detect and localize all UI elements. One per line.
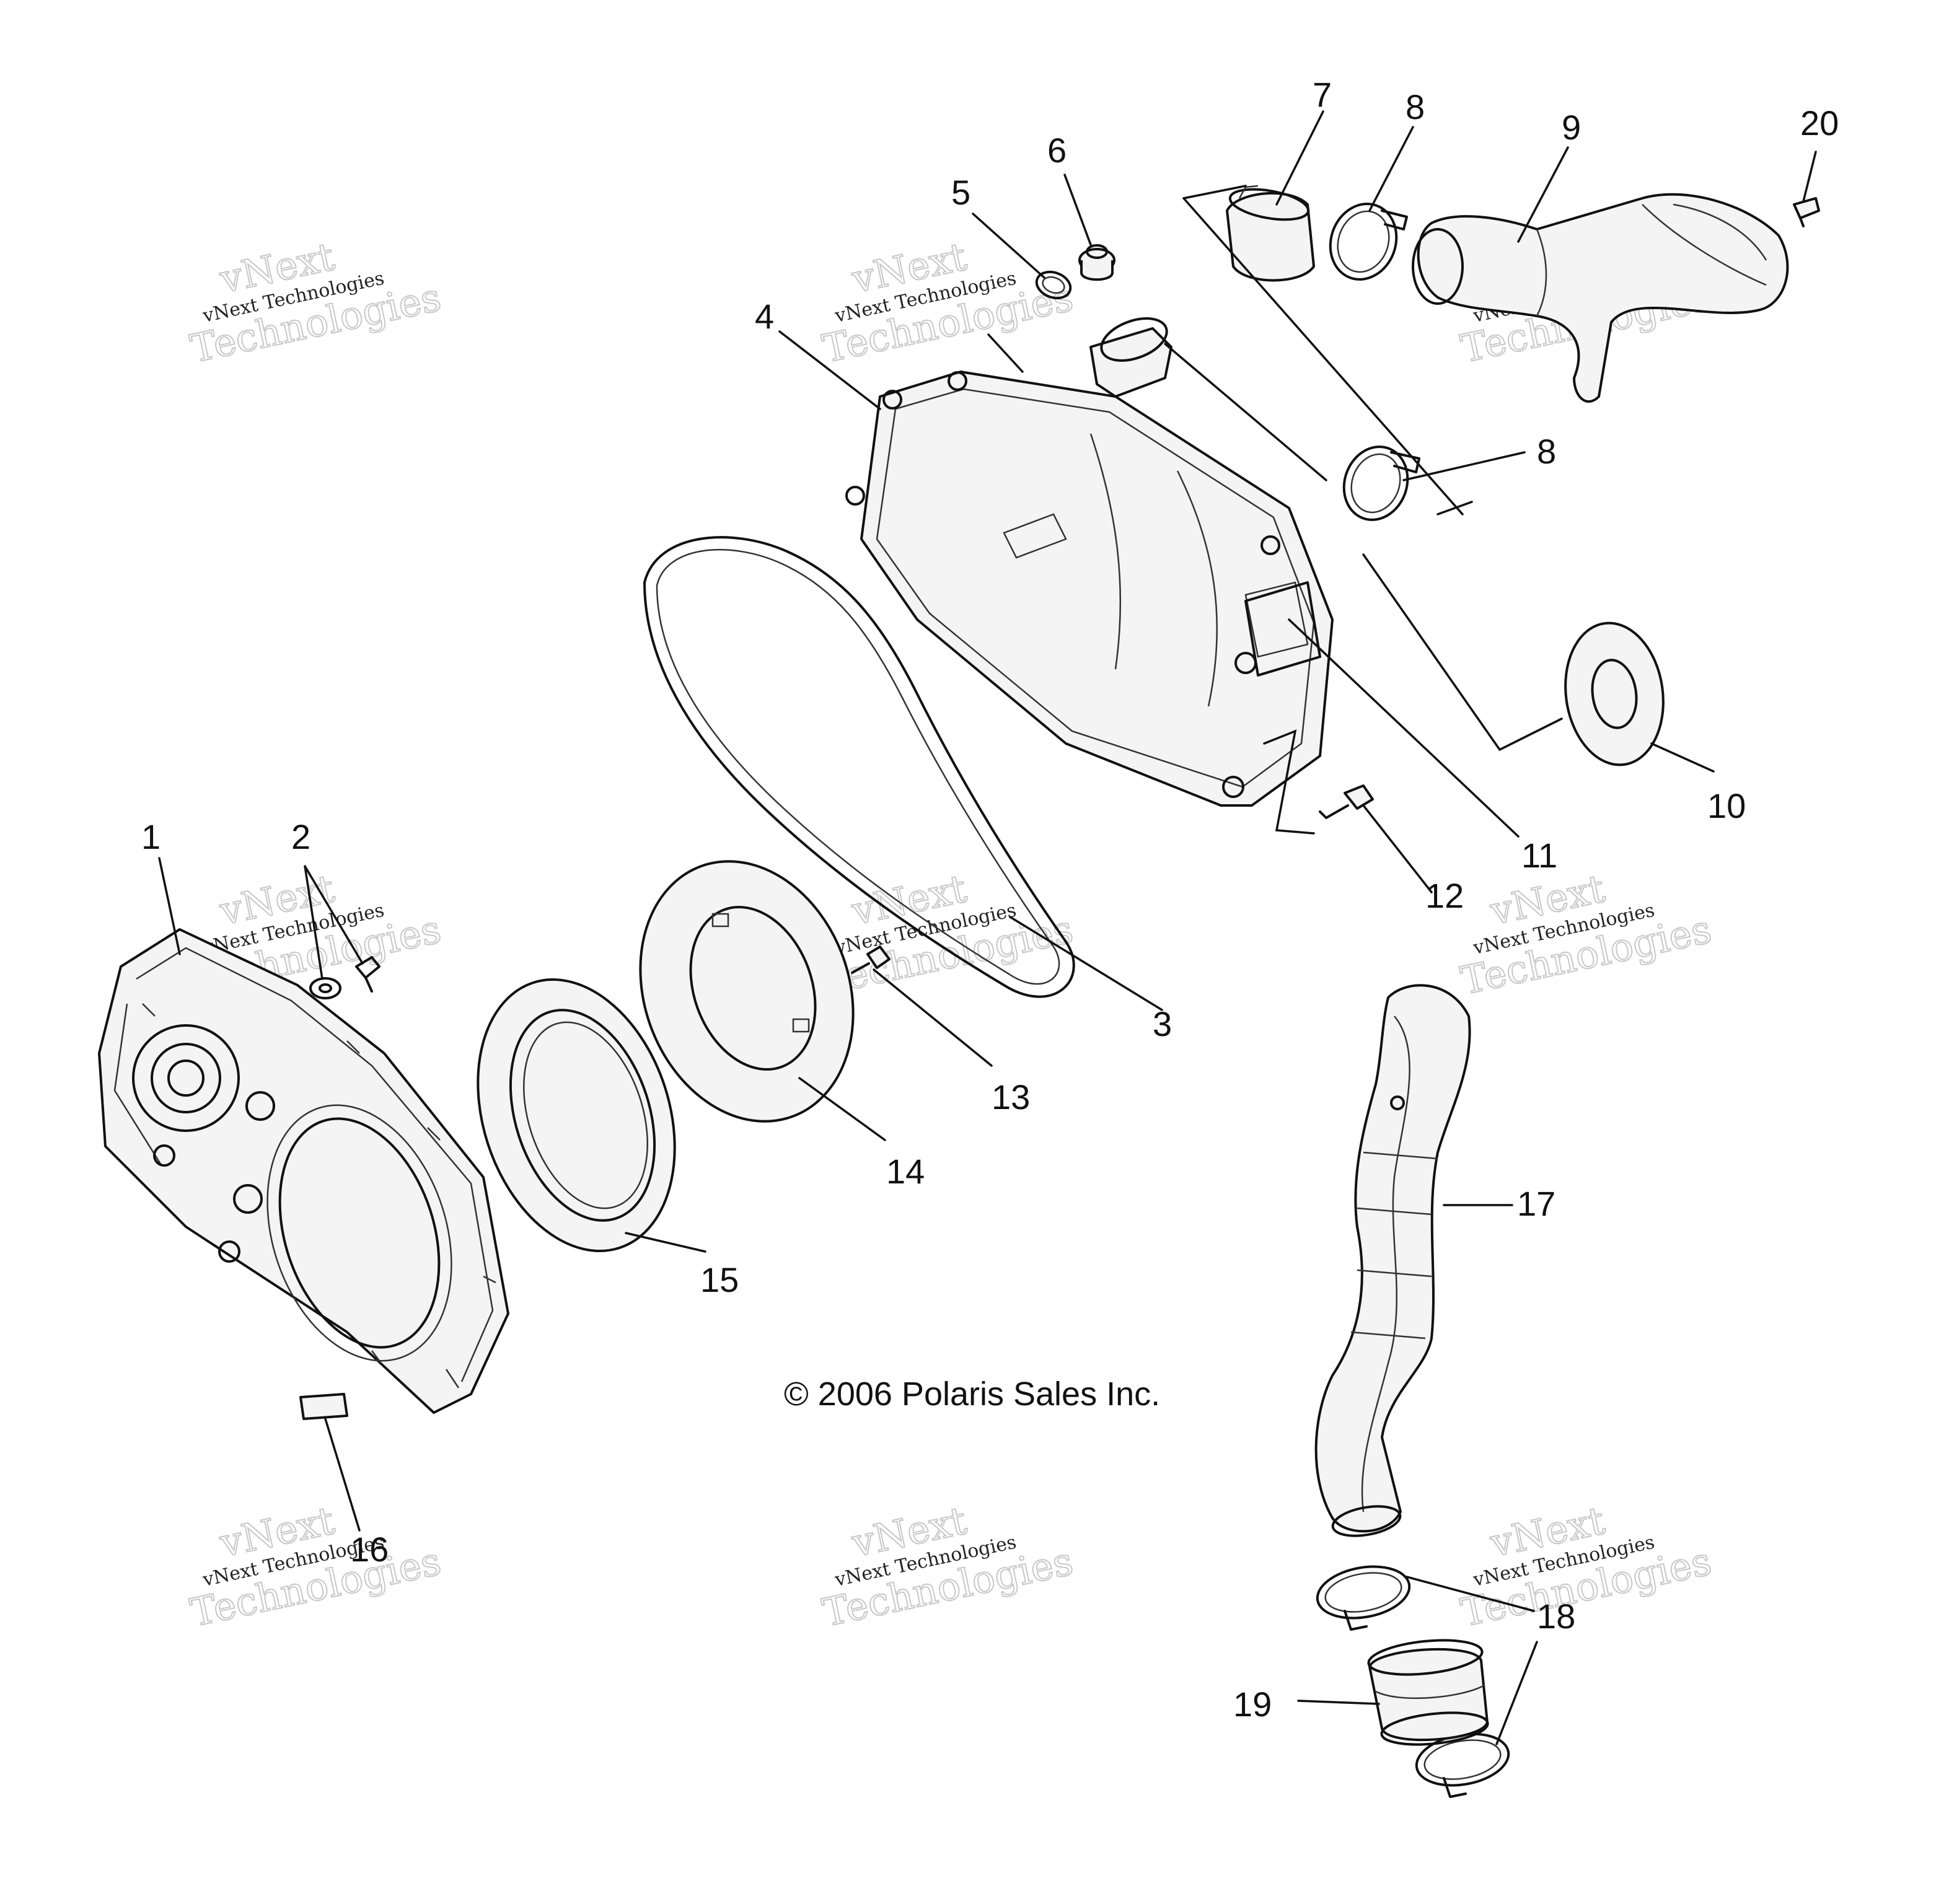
callout-16: 16	[350, 1530, 389, 1569]
callout-6: 6	[1047, 131, 1067, 170]
callout-20: 20	[1800, 103, 1839, 143]
part-1-outer-cover	[98, 928, 509, 1414]
part-6-plug	[1078, 244, 1115, 281]
callout-5: 5	[951, 173, 970, 212]
callout-10: 10	[1707, 786, 1746, 825]
part-18-clamp-upper	[1316, 1565, 1411, 1631]
callout-7: 7	[1313, 75, 1332, 114]
part-9-intake-duct	[1412, 193, 1789, 403]
part-11-label	[1244, 581, 1321, 677]
callout-9: 9	[1562, 108, 1581, 147]
part-17-exhaust-duct	[1314, 984, 1471, 1537]
callout-11: 11	[1521, 836, 1557, 875]
part-3-drive-belt	[643, 536, 1075, 998]
callout-8-lower: 8	[1537, 432, 1556, 471]
callout-15: 15	[700, 1260, 739, 1299]
watermark: vNext vNext Technologies Technologies	[818, 233, 1078, 372]
callout-3: 3	[1153, 1004, 1172, 1043]
part-8-clamp-lower	[1342, 445, 1420, 521]
part-2-screw-washer	[309, 956, 381, 999]
part-8-clamp-upper	[1329, 203, 1408, 281]
part-19-coupler	[1367, 1639, 1489, 1746]
part-20-clip	[1793, 197, 1820, 227]
callouts: 1 2 3 4 5 6 7 8 8 9 10 11 12 13 14 15 16…	[141, 75, 1839, 1724]
part-15-seal	[477, 978, 676, 1252]
callout-17: 17	[1517, 1184, 1555, 1223]
callout-8: 8	[1406, 87, 1425, 126]
copyright-text: © 2006 Polaris Sales Inc.	[784, 1375, 1160, 1413]
watermark: vNext vNext Technologies Technologies	[186, 1497, 446, 1636]
callout-14: 14	[886, 1152, 925, 1191]
watermark: vNext vNext Technologies Technologies	[818, 1497, 1078, 1636]
callout-18: 18	[1537, 1597, 1575, 1636]
part-12-bolt	[1319, 784, 1374, 819]
leader-lines	[158, 110, 1817, 1745]
part-10-gasket	[1564, 621, 1665, 766]
part-7-duct-adapter	[1226, 185, 1315, 282]
watermark: vNext vNext Technologies Technologies	[1456, 1497, 1716, 1636]
callout-19: 19	[1233, 1685, 1272, 1724]
callout-13: 13	[992, 1077, 1030, 1117]
callout-2: 2	[291, 817, 310, 856]
callout-4: 4	[755, 297, 774, 336]
part-13-bolt	[851, 945, 891, 974]
part-4-inner-cover	[845, 317, 1334, 807]
callout-12: 12	[1425, 876, 1464, 915]
watermark: vNext vNext Technologies Technologies	[1456, 865, 1716, 1004]
callout-1: 1	[141, 817, 161, 856]
part-16-decal	[299, 1393, 348, 1420]
part-5-o-ring	[1035, 270, 1072, 300]
part-14-baffle	[639, 860, 855, 1123]
watermark: vNext vNext Technologies Technologies	[186, 233, 446, 372]
